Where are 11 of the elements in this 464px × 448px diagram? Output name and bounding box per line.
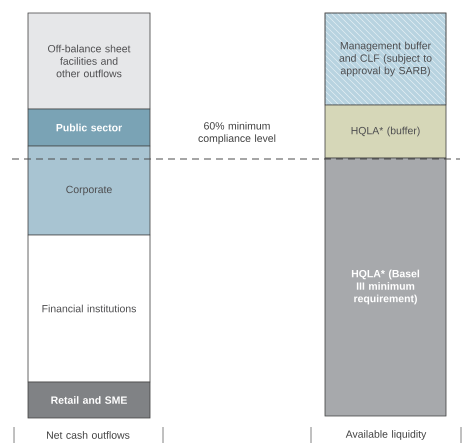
threshold-label: 60% minimum compliance level (198, 122, 276, 144)
bar-segment: Public sector (28, 108, 150, 146)
bar-segment: Financial institutions (28, 234, 150, 382)
bar-segment: Retail and SME (28, 382, 150, 418)
hatched-segment: Management buffer and CLF (subject to approval by SARB) (324, 12, 446, 106)
axis-label: Net cash outflows (47, 431, 130, 439)
bar-segment: Corporate (28, 146, 150, 236)
bar-segment: HQLA* (buffer) (324, 104, 446, 158)
bar-segment: Off-balance sheet facilities and other outflows (28, 12, 150, 110)
axis-label: Available liquidity (346, 430, 426, 440)
bar-segment: HQLA* (Basel III minimum requirement) (324, 158, 446, 416)
